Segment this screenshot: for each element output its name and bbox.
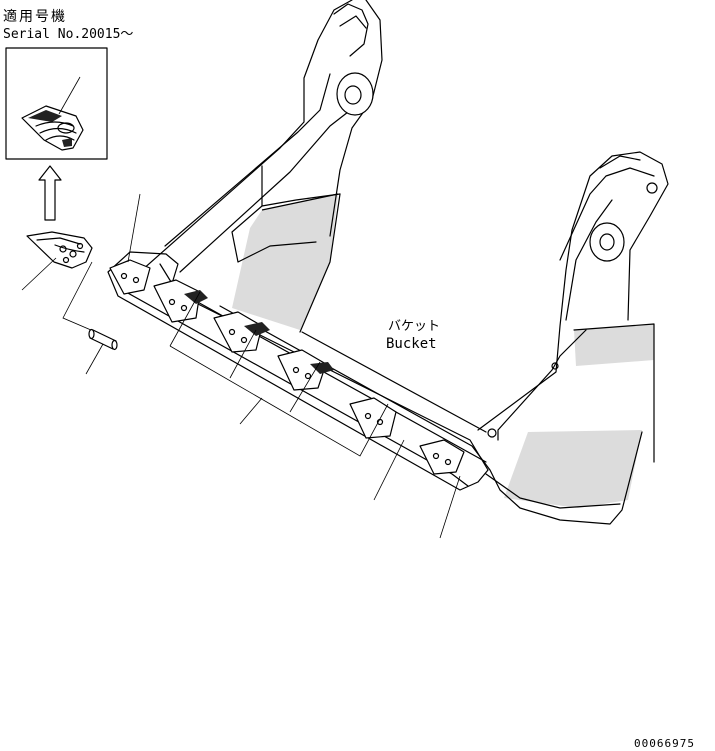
serial-number-range: Serial No.20015〜	[3, 27, 133, 42]
edge-teeth	[109, 259, 465, 475]
tooth-link-line	[62, 261, 106, 337]
bucket-body	[107, 0, 669, 525]
bucket-label-en: Bucket	[386, 336, 437, 352]
inset-leader-line	[58, 76, 81, 115]
leader-lines	[127, 193, 461, 539]
arrow-up-icon	[38, 165, 62, 221]
retaining-pin-icon	[88, 328, 118, 351]
pin-leader-line	[85, 343, 104, 375]
applicability-heading: 適用号機	[3, 8, 67, 25]
bucket-label: バケット Bucket	[386, 319, 440, 352]
inset-detail-box	[5, 47, 108, 160]
bucket-tooth-icon	[26, 231, 93, 269]
drawing-number: 00066975	[634, 737, 695, 750]
bucket-label-jp: バケット	[388, 319, 440, 334]
applicability-block: 適用号機 Serial No.20015〜	[3, 8, 133, 42]
inset-tooth-icon	[21, 105, 84, 151]
tooth-leader-line	[21, 257, 57, 291]
